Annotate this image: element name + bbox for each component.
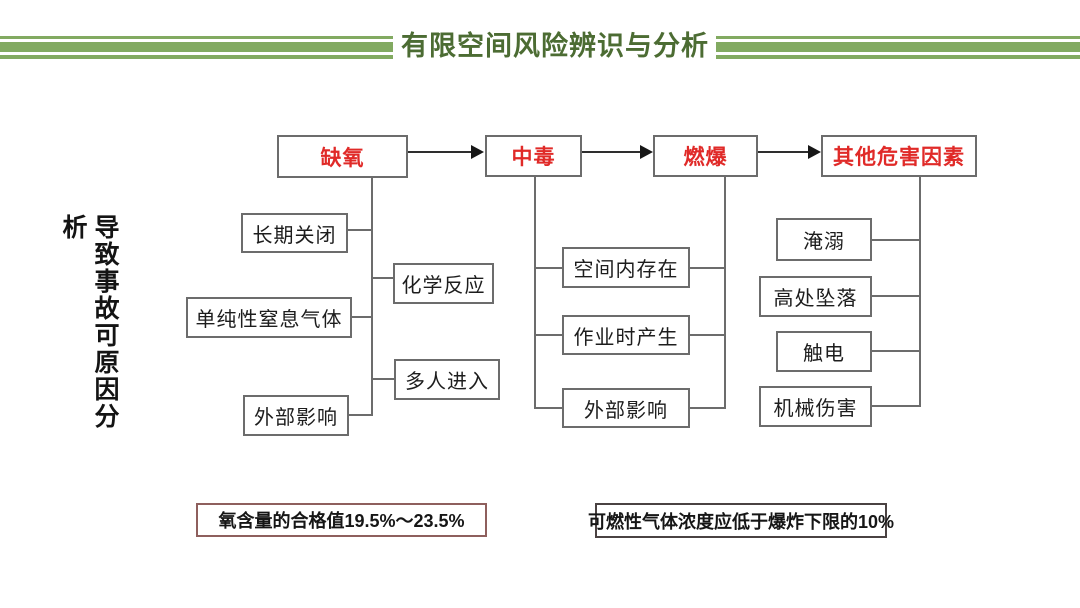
flow-arrow-line <box>758 151 809 153</box>
flow-arrow-line <box>408 151 472 153</box>
connector-line <box>536 407 562 409</box>
connector-line <box>373 378 394 380</box>
stripe-bar <box>716 55 1080 59</box>
flow-arrow-head-icon <box>808 145 821 159</box>
page-title: 有限空间风险辨识与分析 <box>401 31 709 61</box>
connector-line <box>536 334 562 336</box>
connector-line <box>534 176 536 409</box>
header-stripes-right <box>716 36 1080 59</box>
connector-line <box>348 229 373 231</box>
connector-line <box>690 267 724 269</box>
connector-line <box>373 277 393 279</box>
side-label-cause-analysis: 导致事故可原因分析 <box>59 214 119 430</box>
note-flammable-gas-limit: 可燃性气体浓度应低于爆炸下限的10% <box>588 503 894 538</box>
node-existing-in-space: 空间内存在 <box>562 247 690 288</box>
connector-line <box>872 405 919 407</box>
node-other-hazard-factors: 其他危害因素 <box>821 135 977 177</box>
flow-arrow-head-icon <box>471 145 484 159</box>
connector-line <box>872 350 919 352</box>
node-electric-shock: 触电 <box>776 331 872 372</box>
node-external-influence-middle: 外部影响 <box>562 388 690 428</box>
connector-line <box>724 176 726 409</box>
stripe-bar <box>716 36 1080 39</box>
connector-line <box>536 267 562 269</box>
node-poisoning: 中毒 <box>485 135 582 177</box>
node-generated-during-work: 作业时产生 <box>562 315 690 355</box>
node-long-term-closed: 长期关闭 <box>241 213 348 253</box>
flow-arrow-line <box>582 151 641 153</box>
stripe-bar <box>0 55 393 59</box>
connector-line <box>349 414 373 416</box>
note-oxygen-acceptable-range: 氧含量的合格值19.5%～23.5% <box>196 503 487 537</box>
connector-line <box>690 334 724 336</box>
stripe-bar <box>0 36 393 39</box>
node-simple-asphyxiant-gas: 单纯性窒息气体 <box>186 297 352 338</box>
connector-line <box>919 176 921 407</box>
connector-line <box>371 177 373 416</box>
node-combustion-explosion: 燃爆 <box>653 135 758 177</box>
flow-arrow-head-icon <box>640 145 653 159</box>
node-multiple-people-entering: 多人进入 <box>394 359 500 400</box>
node-drowning: 淹溺 <box>776 218 872 261</box>
stripe-bar <box>0 42 393 52</box>
connector-line <box>690 407 724 409</box>
stripe-bar <box>716 42 1080 52</box>
connector-line <box>872 239 919 241</box>
connector-line <box>352 316 373 318</box>
node-external-influence-left: 外部影响 <box>243 395 349 436</box>
node-oxygen-deficiency: 缺氧 <box>277 135 408 178</box>
node-mechanical-injury: 机械伤害 <box>759 386 872 427</box>
connector-line <box>872 295 919 297</box>
node-chemical-reaction: 化学反应 <box>393 263 494 304</box>
node-fall-from-height: 高处坠落 <box>759 276 872 317</box>
header-stripes-left <box>0 36 393 59</box>
